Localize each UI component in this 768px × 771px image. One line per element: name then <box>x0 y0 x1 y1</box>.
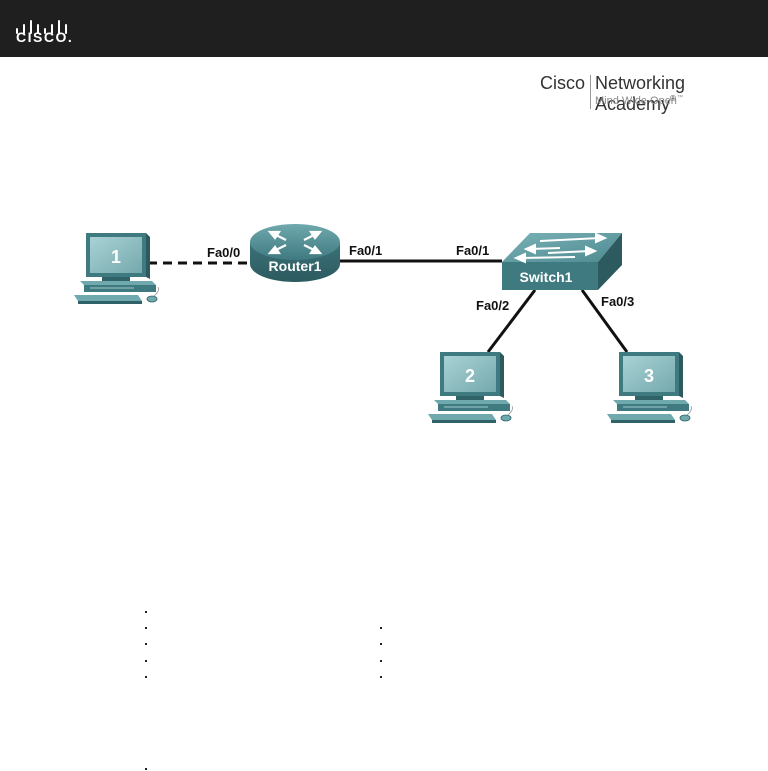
academy-registered-mark: ® <box>670 94 676 103</box>
pc-3-label: 3 <box>644 366 654 386</box>
academy-trademark: ™ <box>676 95 683 101</box>
list-bullet <box>145 676 147 678</box>
list-bullet <box>380 660 382 662</box>
switch-1-label: Switch1 <box>520 269 573 285</box>
router-fa0-0-label: Fa0/0 <box>207 245 240 260</box>
list-bullet <box>380 627 382 629</box>
switch-fa0-3-label: Fa0/3 <box>601 294 634 309</box>
switch-1[interactable]: Switch1 <box>502 232 622 290</box>
list-bullet <box>145 611 147 613</box>
cisco-logo-text: CISCO. <box>16 29 74 45</box>
list-bullet <box>380 643 382 645</box>
link-switch1-pc3 <box>580 289 629 353</box>
router-1-label: Router1 <box>269 258 322 274</box>
academy-tagline-text: Mind Wide Open <box>595 95 677 107</box>
pc-1-label: 1 <box>111 247 121 267</box>
switch-fa0-1-label: Fa0/1 <box>456 243 489 258</box>
switch-arrows-icon <box>513 232 608 264</box>
router-1[interactable]: Router1 <box>250 224 340 282</box>
list-bullet <box>380 676 382 678</box>
academy-logo: Cisco Networking Academy® Mind Wide Open… <box>540 73 765 115</box>
router-fa0-1-label: Fa0/1 <box>349 243 382 258</box>
switch-fa0-2-label: Fa0/2 <box>476 298 509 313</box>
list-bullet <box>145 627 147 629</box>
list-bullet <box>145 643 147 645</box>
pc-3[interactable]: 3 <box>607 352 692 424</box>
pc-2-label: 2 <box>465 366 475 386</box>
list-bullet <box>145 660 147 662</box>
academy-name-text: Networking Academy <box>595 73 686 114</box>
academy-name: Networking Academy® <box>595 73 765 115</box>
pc-2[interactable]: 2 <box>428 352 513 424</box>
academy-brand: Cisco <box>540 73 586 93</box>
header-bar: CISCO. <box>0 0 768 57</box>
pc-1[interactable]: 1 <box>74 233 159 305</box>
list-bullet <box>145 768 147 770</box>
link-switch1-pc2 <box>486 289 537 353</box>
academy-tagline: Mind Wide Open™ <box>595 95 683 107</box>
academy-divider <box>590 75 591 109</box>
router-arrows-icon <box>267 230 323 255</box>
cisco-bridge-icon <box>16 20 67 34</box>
